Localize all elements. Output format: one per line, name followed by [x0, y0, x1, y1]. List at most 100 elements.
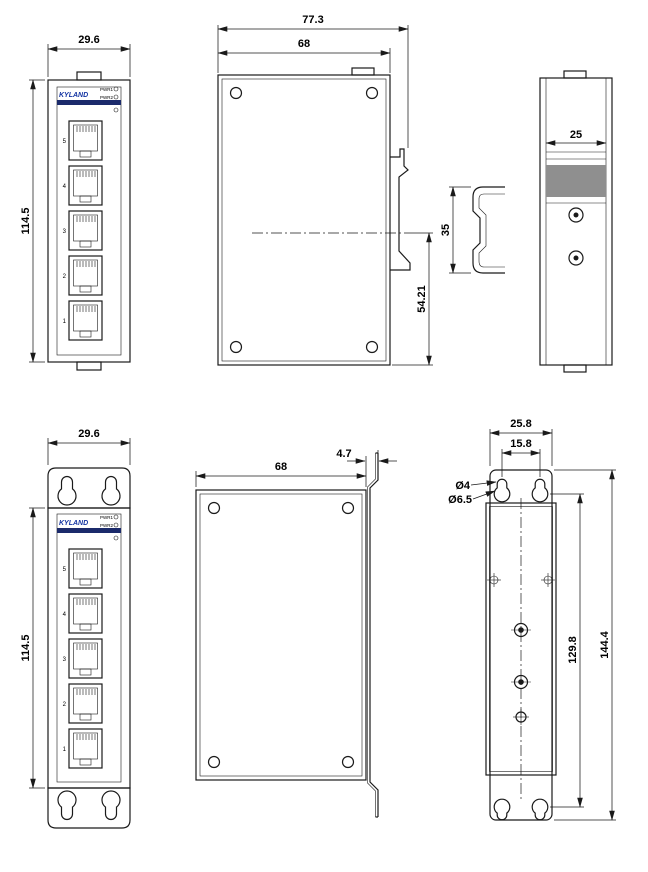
led-status — [113, 535, 119, 541]
brand-logo: KYLAND — [59, 520, 88, 527]
din-rail-band — [546, 165, 606, 197]
led-label-pwr1: PWR1 — [100, 515, 113, 520]
clip-profile-outer — [472, 186, 505, 274]
port-number: 1 — [63, 319, 67, 325]
view-side-wall: 68 4.7 — [195, 448, 397, 818]
dim-width-front-wall: 29.6 — [47, 428, 131, 465]
top-tab — [76, 71, 102, 81]
rj45-port-5: 5 — [63, 120, 103, 161]
dim-rail-offset: 54.21 — [392, 232, 433, 366]
rj45-port-3: 3 — [63, 210, 103, 251]
dim-text: Ø4 — [455, 480, 471, 492]
top-tab — [563, 70, 587, 79]
screw-hole — [568, 250, 584, 266]
dim-rail-width: 25 — [545, 129, 607, 146]
callout-hole-dia: Ø6.5 — [448, 490, 496, 506]
screw — [365, 340, 379, 354]
dim-text: 15.8 — [510, 438, 531, 450]
rj45-port-4: 4 — [63, 593, 103, 634]
port-number: 4 — [63, 184, 67, 190]
dim-text: 29.6 — [78, 34, 99, 46]
inner-outline — [221, 78, 387, 362]
top-tab — [351, 67, 375, 76]
screw — [341, 755, 355, 769]
dim-text: 129.8 — [567, 636, 579, 664]
rj45-port-3: 3 — [63, 638, 103, 679]
label-bar — [57, 528, 121, 533]
dim-text: 25.8 — [510, 418, 531, 430]
bottom-tab — [563, 364, 587, 373]
port-number: 5 — [63, 139, 67, 145]
port-number: 3 — [63, 229, 67, 235]
keyhole-slot — [531, 478, 549, 503]
dim-text: 77.3 — [302, 14, 323, 26]
dim-text: 25 — [570, 129, 582, 141]
screw-center — [573, 255, 579, 261]
keyhole-slot — [57, 790, 77, 821]
body-outline — [47, 507, 131, 789]
screw-hole — [568, 207, 584, 223]
bottom-tab — [76, 361, 102, 371]
label-bar — [57, 100, 121, 105]
led-status — [113, 107, 119, 113]
rj45-port-2: 2 — [63, 683, 103, 724]
dim-text: 29.6 — [78, 428, 99, 440]
body-outline — [217, 74, 391, 366]
keyhole-slot — [57, 475, 77, 506]
front-panel — [56, 86, 122, 356]
wall-plate-outer — [369, 453, 379, 817]
dim-body-depth-wall: 68 — [195, 456, 367, 487]
dim-width-front-din: 29.6 — [47, 34, 131, 77]
screw — [365, 86, 379, 100]
wall-plate-inner — [367, 453, 376, 817]
port-number: 4 — [63, 612, 67, 618]
bottom-mount-plate — [47, 787, 131, 829]
dim-clip-height: 35 — [440, 186, 471, 274]
dim-hole-spacing-h: 15.8 — [501, 438, 541, 477]
dim-text: 54.21 — [416, 285, 428, 313]
dim-total-depth: 77.3 — [217, 14, 409, 148]
dim-text: 68 — [275, 461, 287, 473]
screw — [207, 755, 221, 769]
top-mount-plate — [47, 467, 131, 509]
clip-profile-inner — [478, 193, 505, 268]
rj45-port-5: 5 — [63, 548, 103, 589]
dim-plate-width: 25.8 — [489, 418, 553, 466]
port-number: 5 — [63, 567, 67, 573]
port-number: 2 — [63, 702, 67, 708]
led-pwr1 — [113, 86, 119, 92]
led-pwr2 — [113, 94, 119, 100]
screw-center — [573, 212, 579, 218]
screw — [229, 340, 243, 354]
dim-height-front-wall: 114.5 — [20, 507, 45, 789]
keyhole-slot — [493, 478, 511, 503]
dim-text: 144.4 — [599, 630, 611, 658]
led-pwr1 — [113, 514, 119, 520]
rj45-port-1: 1 — [63, 300, 103, 341]
dim-hole-spacing-v: 129.8 — [550, 493, 584, 808]
din-clip — [390, 148, 411, 271]
dim-height-front-din: 114.5 — [20, 79, 45, 363]
dim-text: 114.5 — [20, 208, 32, 235]
screw — [207, 501, 221, 515]
rj45-port-2: 2 — [63, 255, 103, 296]
view-side-din: 77.3 68 54.21 — [217, 14, 433, 366]
front-panel — [56, 513, 122, 783]
view-back-wall: 25.8 15.8 Ø4 Ø6.5 129.8 144.4 — [448, 418, 616, 821]
screw — [341, 501, 355, 515]
dim-text: 114.5 — [20, 635, 32, 662]
view-front-din: KYLAND PWR1 PWR2 5 4 3 — [20, 34, 131, 371]
view-clip-detail: 35 — [440, 186, 505, 274]
dim-text: Ø6.5 — [448, 494, 472, 506]
callout-slot-dia: Ø4 — [455, 480, 497, 492]
port-number: 3 — [63, 657, 67, 663]
body-outline — [195, 489, 367, 781]
dim-plate-height: 144.4 — [554, 469, 616, 821]
led-label-pwr2: PWR2 — [100, 523, 113, 528]
led-pwr2 — [113, 522, 119, 528]
rj45-port-4: 4 — [63, 165, 103, 206]
port-number: 2 — [63, 274, 67, 280]
led-label-pwr1: PWR1 — [100, 87, 113, 92]
